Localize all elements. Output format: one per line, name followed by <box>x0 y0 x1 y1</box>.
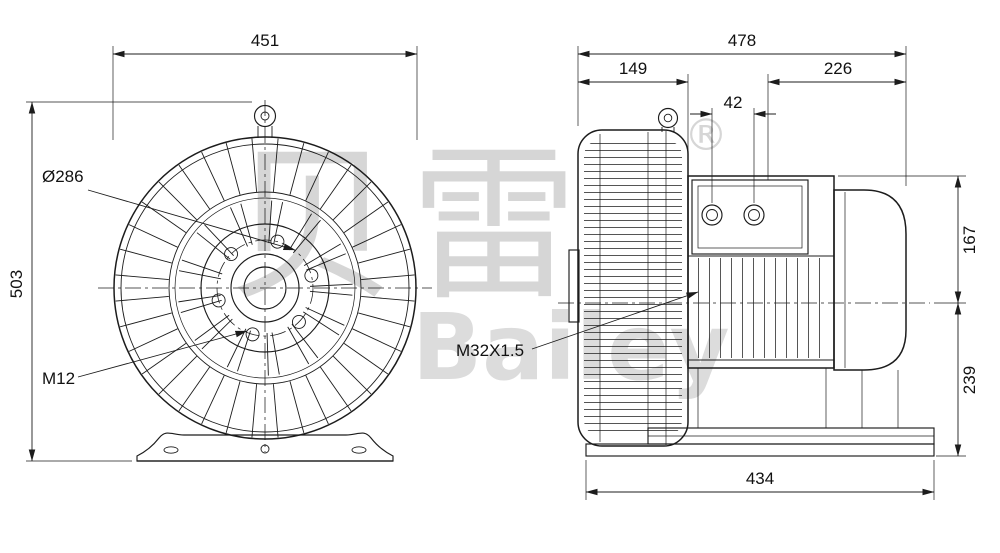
label-thread-m12: M12 <box>42 330 248 388</box>
bolt-circle-label-text: Ø286 <box>42 167 84 186</box>
registered-trademark-icon: ® <box>684 110 728 161</box>
bolt-circle-centerline <box>216 239 314 337</box>
label-cable-gland: M32X1.5 <box>456 291 699 360</box>
dim-motor-length: 226 <box>767 59 907 180</box>
cable-gland-label-text: M32X1.5 <box>456 341 524 360</box>
base-plate <box>585 443 935 457</box>
dim-overall-width: 451 <box>112 31 418 140</box>
front-view <box>98 100 432 462</box>
side-view <box>558 107 935 457</box>
fin-inner-circle <box>168 191 362 385</box>
dim-overall-height: 503 <box>7 101 252 462</box>
dim-height-upper-text: 167 <box>960 226 979 254</box>
dim-height-lower: 239 <box>936 302 979 457</box>
cable-gland-right <box>743 204 765 226</box>
housing-rim-circle <box>120 143 410 433</box>
hub-circle <box>230 253 300 323</box>
dim-base-length-text: 434 <box>746 469 774 488</box>
cover-edge-circle <box>174 197 356 379</box>
dim-gland-spacing-text: 42 <box>724 93 743 112</box>
base-center-hole <box>260 444 270 454</box>
dim-height-upper: 167 <box>838 175 979 304</box>
dim-gland-spacing: 42 <box>690 93 776 203</box>
dim-total-length-text: 478 <box>728 31 756 50</box>
front-eyebolt <box>253 104 277 138</box>
hub-plate-circle <box>200 223 330 353</box>
side-motor-body <box>687 175 835 428</box>
base-slot-right <box>351 446 367 454</box>
side-eyebolt <box>657 107 679 132</box>
dim-width-text: 451 <box>251 31 279 50</box>
dim-housing-length: 149 <box>577 59 689 172</box>
side-base <box>585 427 935 457</box>
front-mounting-base <box>136 432 394 462</box>
housing-side-flange <box>568 249 580 323</box>
dim-height-text: 503 <box>7 270 26 298</box>
housing-outer-circle <box>113 136 417 440</box>
side-blower-housing <box>568 129 689 447</box>
label-bolt-circle: Ø286 <box>42 167 296 251</box>
motor-cooling-ribs <box>694 258 830 358</box>
dim-total-length: 478 <box>577 31 907 186</box>
dim-base-length: 434 <box>585 460 935 500</box>
shaft-bore-circle <box>243 266 287 310</box>
side-fan-cowl <box>833 189 907 428</box>
dim-housing-length-text: 149 <box>619 59 647 78</box>
thread-label-text: M12 <box>42 369 75 388</box>
terminal-box <box>691 179 809 255</box>
base-slot-left <box>163 446 179 454</box>
dim-height-lower-text: 239 <box>960 366 979 394</box>
cable-gland-left <box>701 204 723 226</box>
dim-motor-length-text: 226 <box>824 59 852 78</box>
